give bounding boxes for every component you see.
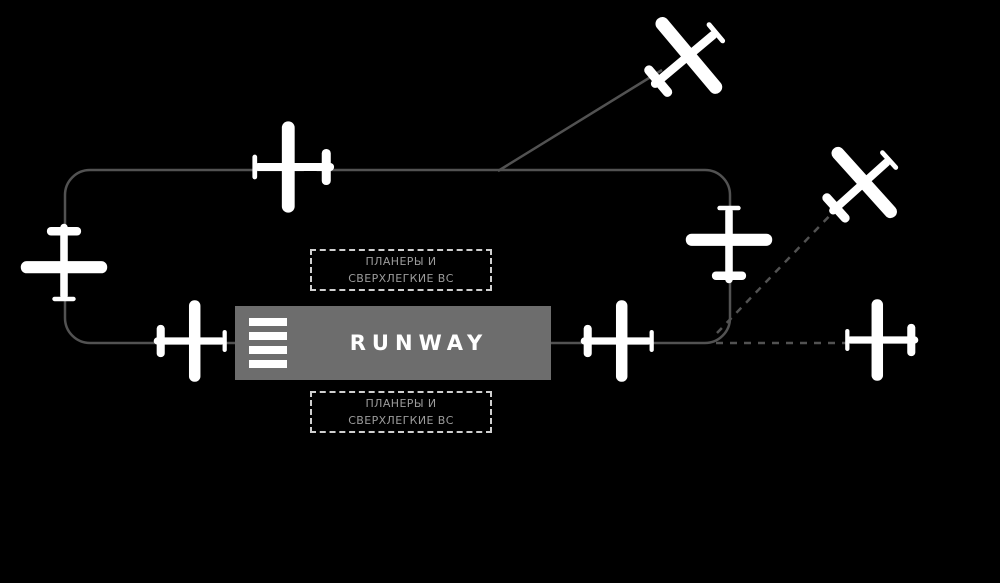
runway: RUNWAY (235, 306, 551, 380)
airplane-icon-straight-in (845, 299, 919, 381)
glider-zone-top-line1: ПЛАНЕРЫ И (365, 254, 437, 268)
glider-zone-top-line2: СВЕРХЛЕГКИЕ ВС (348, 272, 454, 285)
runway-label: RUNWAY (349, 331, 489, 355)
join-dashed-line (716, 206, 839, 334)
glider-zone-bottom-line1: ПЛАНЕРЫ И (365, 396, 437, 410)
runway-threshold-stripes (249, 318, 287, 368)
airplane-icon-final-left (153, 300, 227, 382)
airplane-icon-takeoff-right (580, 300, 654, 382)
glider-zone-top: ПЛАНЕРЫ И СВЕРХЛЕГКИЕ ВС (310, 249, 492, 291)
glider-zone-bottom-line2: СВЕРХЛЕГКИЕ ВС (348, 414, 454, 427)
departure-line (497, 68, 663, 173)
runway-stripe (249, 346, 287, 354)
runway-stripe (249, 360, 287, 368)
glider-zone-bottom: ПЛАНЕРЫ И СВЕРХЛЕГКИЕ ВС (310, 391, 492, 433)
traffic-pattern-loop (63, 168, 732, 345)
airplane-icon-base-left (20, 223, 108, 302)
airplane-icon-climb-right (685, 205, 773, 284)
airplane-icon-departure (621, 0, 749, 124)
runway-stripe (249, 332, 287, 340)
runway-stripe (249, 318, 287, 326)
